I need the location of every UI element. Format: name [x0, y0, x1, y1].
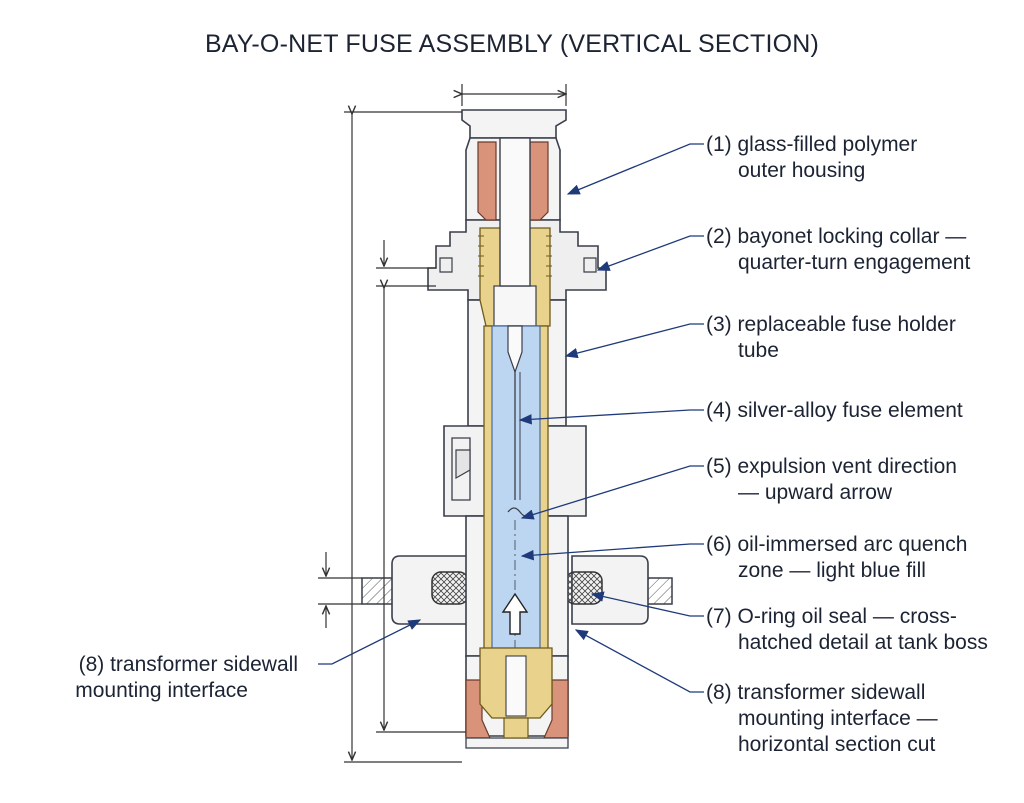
callout-8-right: (8) transformer sidewall mounting interf… — [706, 680, 938, 758]
callout-1-line2: outer housing — [738, 159, 866, 182]
expulsion-arrow — [501, 592, 529, 635]
callout-5-line2: — upward arrow — [738, 481, 893, 504]
callout-7-line1: (7) O-ring oil seal — cross- — [706, 605, 957, 628]
callout-5: (5) expulsion vent direction — upward ar… — [706, 454, 957, 506]
callout-3-line2: tube — [738, 339, 779, 362]
callout-4: (4) silver-alloy fuse element — [706, 398, 963, 424]
callout-4-line1: (4) silver-alloy fuse element — [706, 399, 963, 422]
callout-2-line1: (2) bayonet locking collar — — [706, 225, 967, 248]
callout-8-left: (8) transformer sidewall mounting interf… — [75, 652, 298, 704]
callout-8-right-line3: horizontal section cut — [738, 733, 936, 756]
callout-3-line1: (3) replaceable fuse holder — [706, 313, 956, 336]
fuse-element — [507, 325, 531, 648]
callout-3: (3) replaceable fuse holder tube — [706, 312, 956, 364]
callout-1-line1: (1) glass-filled polymer — [706, 133, 918, 156]
dimension-lines — [318, 84, 566, 763]
callout-2-line2: quarter-turn engagement — [738, 251, 971, 274]
bottom-end-fitting — [479, 647, 553, 739]
fuse-holder-tube — [483, 325, 549, 651]
callout-1: (1) glass-filled polymer outer housing — [706, 132, 917, 184]
diagram-title: BAY-O-NET FUSE ASSEMBLY (VERTICAL SECTIO… — [204, 30, 820, 58]
callout-8-right-line2: mounting interface — — [738, 707, 938, 730]
callout-8-left-line2: mounting interface — [75, 679, 248, 702]
callout-8-left-line1: (8) transformer sidewall — [78, 653, 298, 676]
callout-6-line1: (6) oil-immersed arc quench — [706, 533, 968, 556]
leader-lines — [318, 143, 704, 693]
callout-6-line2: zone — light blue fill — [738, 559, 926, 582]
o-ring-seal — [431, 571, 603, 605]
callout-8-right-line1: (8) transformer sidewall — [706, 681, 926, 704]
callout-2: (2) bayonet locking collar — quarter-tur… — [706, 224, 970, 276]
upper-tube — [499, 137, 531, 287]
copper-contacts — [465, 141, 569, 749]
callout-5-line1: (5) expulsion vent direction — [706, 455, 957, 478]
callout-7: (7) O-ring oil seal — cross- hatched det… — [706, 604, 988, 656]
callout-7-line2: hatched detail at tank boss — [738, 631, 988, 654]
callout-6: (6) oil-immersed arc quench zone — light… — [706, 532, 967, 584]
